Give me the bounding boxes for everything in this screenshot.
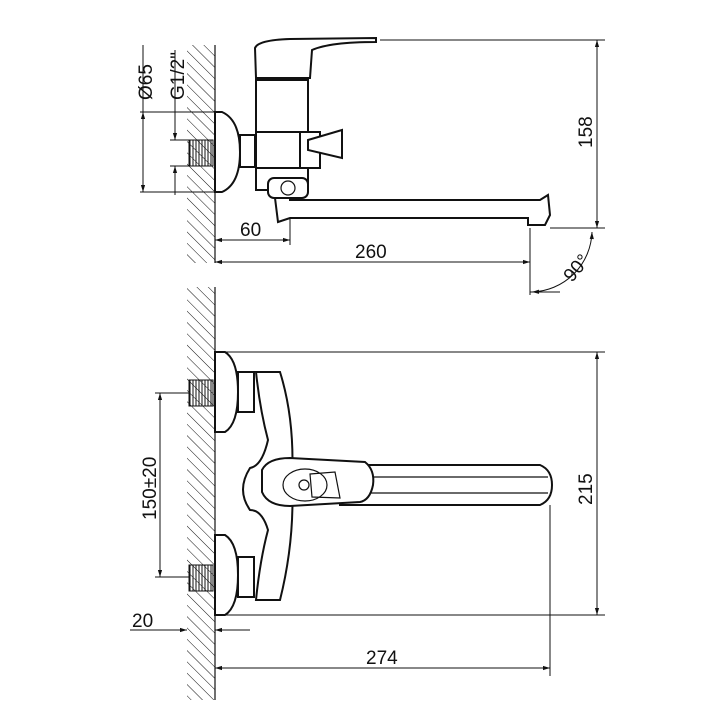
- diverter-knob: [307, 128, 343, 160]
- lower-flange: [214, 534, 240, 616]
- upper-nipple: [188, 379, 214, 407]
- spout: [273, 193, 552, 226]
- wall-flange: [214, 111, 242, 193]
- total-length-label: 274: [366, 648, 398, 669]
- center-distance-label: 150±20: [140, 457, 161, 520]
- wall-hatch-front: [187, 287, 215, 700]
- front-height-label: 215: [576, 473, 597, 505]
- thread-size-label: G1/2": [168, 52, 189, 100]
- threaded-nipple: [188, 139, 214, 167]
- flange-diameter-label: Ø65: [136, 64, 157, 100]
- lower-nipple: [188, 564, 214, 592]
- top-view: Ø65 G1/2" 158 60 260 90°: [136, 36, 605, 295]
- top-height-label: 158: [576, 116, 597, 148]
- front-view: 150±20 215 20 274: [130, 287, 605, 700]
- spout-length-label: 260: [355, 242, 387, 263]
- spout-front: [339, 464, 554, 506]
- lever-handle: [253, 36, 377, 79]
- upper-flange: [214, 351, 240, 433]
- offset-label: 60: [240, 220, 261, 241]
- wall-thread-label: 20: [132, 611, 153, 632]
- lever-handle-front: [261, 456, 375, 508]
